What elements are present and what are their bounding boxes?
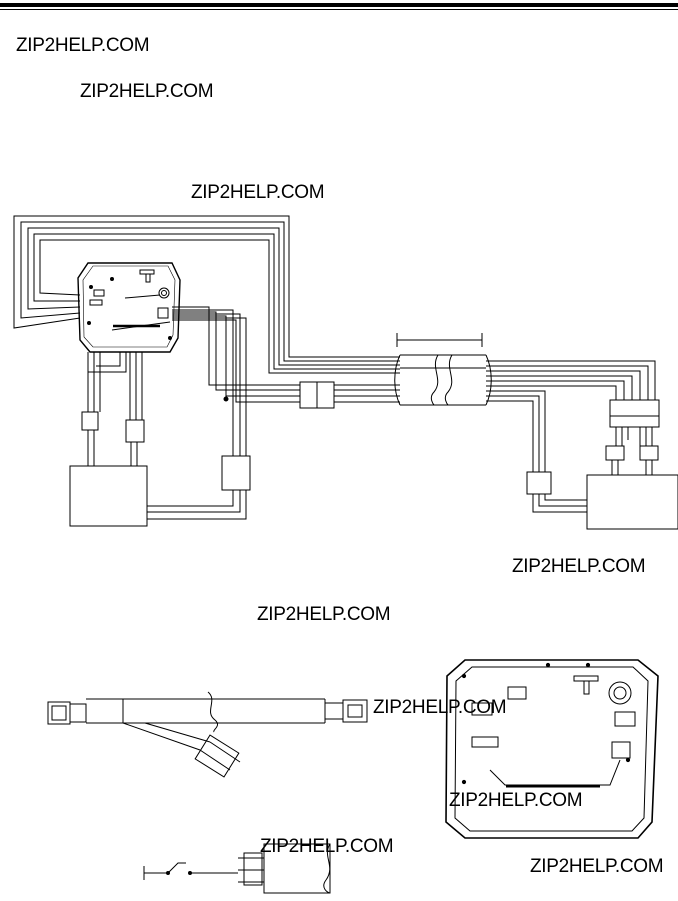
watermark-9: ZIP2HELP.COM (530, 856, 664, 877)
watermark-5: ZIP2HELP.COM (257, 604, 391, 625)
watermark-2: ZIP2HELP.COM (80, 81, 214, 102)
left-device-box (69, 465, 148, 527)
cable-sheath (394, 333, 492, 406)
right-device-wires (526, 471, 587, 513)
watermark-7: ZIP2HELP.COM (449, 790, 583, 811)
y-harness (47, 691, 368, 778)
lower-left-wires (69, 352, 251, 527)
header-rule (0, 3, 678, 7)
watermark-6: ZIP2HELP.COM (373, 697, 507, 718)
watermark-4: ZIP2HELP.COM (512, 556, 646, 577)
watermark-1: ZIP2HELP.COM (16, 35, 150, 56)
inline-connector-center (299, 381, 400, 409)
watermark-8: ZIP2HELP.COM (260, 836, 394, 857)
left-loop-wires (13, 215, 400, 374)
control-unit-top (77, 262, 181, 353)
splice-dot (223, 396, 229, 402)
right-device-box (586, 474, 678, 530)
header-rule-thin (0, 9, 678, 10)
switch-connector (143, 843, 331, 894)
box-to-harness-wires (172, 306, 300, 456)
right-connector-stack (605, 399, 660, 475)
control-unit-large (445, 659, 659, 839)
upper-wiring-diagram (13, 215, 678, 530)
right-harness-wires (486, 360, 656, 472)
watermark-3: ZIP2HELP.COM (191, 182, 325, 203)
